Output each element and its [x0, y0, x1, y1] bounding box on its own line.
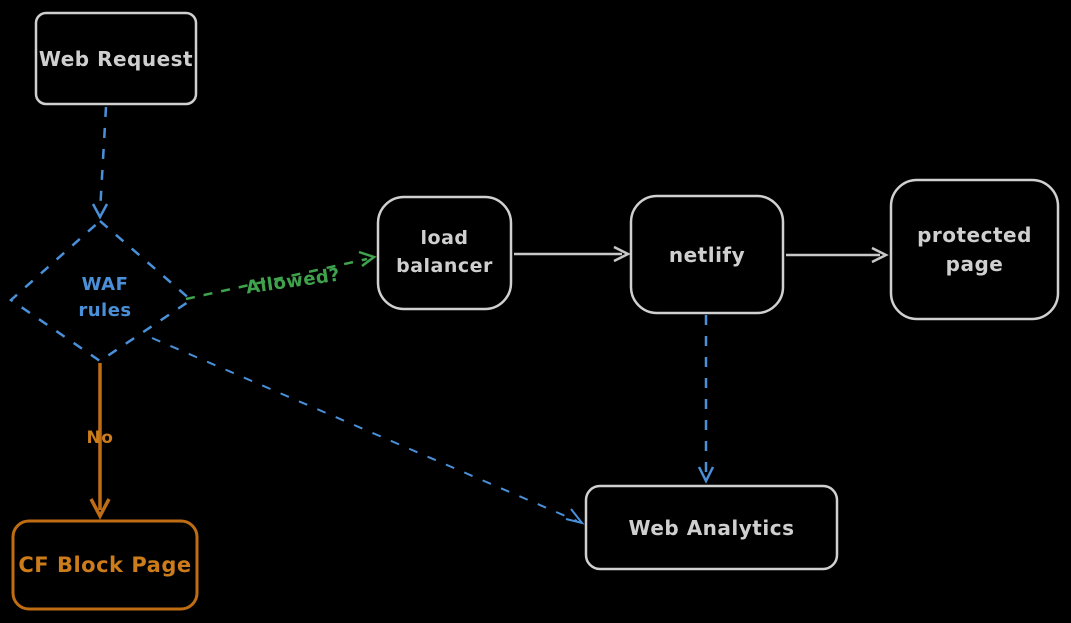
arrow-netlify-to-protected-page: [786, 246, 889, 264]
protected-page-node: [889, 178, 1060, 321]
arrow-netlify-to-web-analytics: [697, 315, 715, 484]
cf-block-page-node: [11, 519, 199, 611]
web-analytics-node: [584, 484, 839, 571]
arrow-waf-to-block-page: [89, 363, 111, 520]
arrow-waf-to-load-balancer: [185, 250, 377, 301]
load-balancer-node: [376, 195, 513, 311]
waf-rules-decision-node: [8, 219, 194, 363]
web-request-node: [34, 11, 198, 106]
arrow-waf-to-web-analytics: [151, 337, 585, 525]
arrow-load-balancer-to-netlify: [514, 245, 631, 263]
netlify-node: [629, 194, 785, 315]
arrow-request-to-waf: [91, 106, 109, 220]
